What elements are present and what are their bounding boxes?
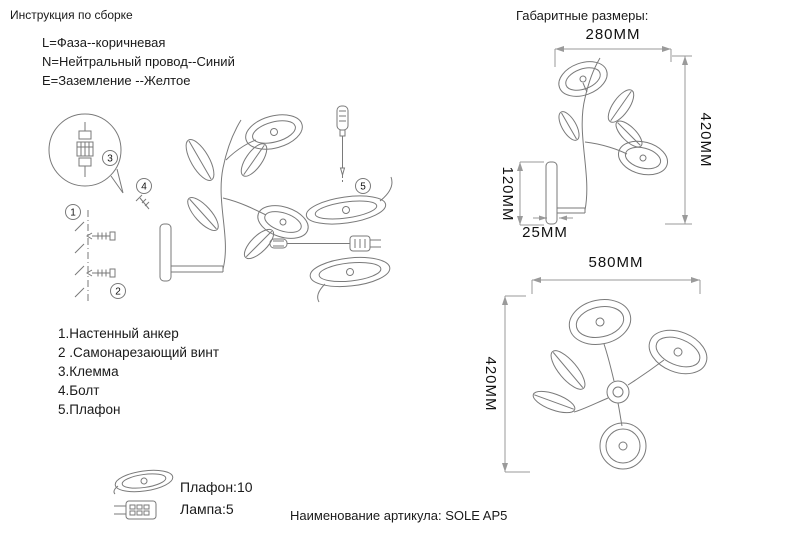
wiring-line-phase: L=Фаза--коричневая [42, 35, 166, 50]
dim-top-width-lines [531, 279, 701, 294]
assembly-drawing: 3 4 1 2 [48, 105, 393, 304]
plafond-part-top [305, 176, 393, 225]
callout-5-label: 5 [360, 182, 366, 193]
arrow-left [555, 46, 564, 52]
lamp-sketch [159, 114, 309, 282]
dim-top-depth-lines [504, 295, 530, 473]
arrow-up [502, 296, 508, 305]
dim-bracket-height-lines [519, 161, 544, 226]
wall-anchor-top-icon [86, 231, 116, 241]
callout-3: 3 [102, 150, 118, 166]
arrow-up [517, 162, 523, 171]
arrow-right [662, 46, 671, 52]
callout-4: 4 [136, 178, 152, 194]
parts-list-item: 1.Настенный анкер [58, 326, 179, 341]
plafond-legend-icon [113, 469, 174, 495]
front-view-drawing: 280MM 420MM 120MM 25MM [499, 26, 714, 241]
arrow-right [691, 277, 700, 283]
dim-front-height-label: 420MM [697, 112, 714, 167]
lamp-install-tool-icon [269, 235, 381, 252]
arrow-down [682, 215, 688, 224]
callout-1-label: 1 [70, 208, 76, 219]
parts-list-item: 4.Болт [58, 383, 100, 398]
wall-line [74, 210, 89, 304]
parts-list-item: 5.Плафон [58, 402, 121, 417]
lamp-front-sketch [545, 57, 669, 225]
arrow-down [502, 463, 508, 472]
callout-3-label: 3 [107, 154, 113, 165]
plafond-count-label: Плафон:10 [180, 479, 253, 495]
callout-1: 1 [65, 204, 81, 220]
arrow-right [539, 215, 547, 221]
page-title: Инструкция по сборке [10, 8, 133, 22]
dimensions-title: Габаритные размеры: [516, 8, 649, 23]
parts-list-item: 3.Клемма [58, 364, 119, 379]
parts-list: 1.Настенный анкер 2 .Самонарезающий винт… [58, 324, 219, 419]
screwdriver-icon [336, 105, 349, 182]
dim-bracket-height-label: 120MM [499, 166, 516, 221]
wiring-legend: L=Фаза--коричневая N=Нейтральный провод-… [42, 33, 235, 90]
callout-5: 5 [355, 178, 371, 194]
lamp-top-sketch [532, 299, 708, 470]
callout-4-label: 4 [141, 182, 147, 193]
terminal-detail-balloon [48, 113, 124, 194]
lamp-count-label: Лампа:5 [180, 501, 234, 517]
plafond-part-bottom [309, 256, 391, 303]
article-name: Наименование артикула: SOLE AP5 [290, 508, 508, 523]
wall-anchor-bottom-icon [86, 268, 116, 278]
lamp-legend-icon [114, 500, 157, 520]
arrow-left [559, 215, 567, 221]
arrow-up [682, 56, 688, 65]
dim-front-width-lines [554, 48, 672, 67]
dim-top-depth-label: 420MM [482, 356, 499, 411]
callout-2: 2 [110, 283, 126, 299]
arrow-left [532, 277, 541, 283]
dim-front-width-label: 280MM [585, 26, 640, 43]
bolt-icon [135, 194, 150, 210]
arrow-down [517, 216, 523, 225]
dim-top-width-label: 580MM [588, 254, 643, 271]
top-view-drawing: 580MM 420MM [482, 254, 708, 473]
wiring-line-neutral: N=Нейтральный провод--Синий [42, 54, 235, 69]
callout-2-label: 2 [115, 287, 121, 298]
dim-front-height-lines [665, 55, 692, 225]
parts-list-item: 2 .Самонарезающий винт [58, 345, 220, 360]
wiring-line-ground: E=Заземление --Желтое [42, 73, 191, 88]
dim-plate-depth-label: 25MM [522, 224, 568, 241]
